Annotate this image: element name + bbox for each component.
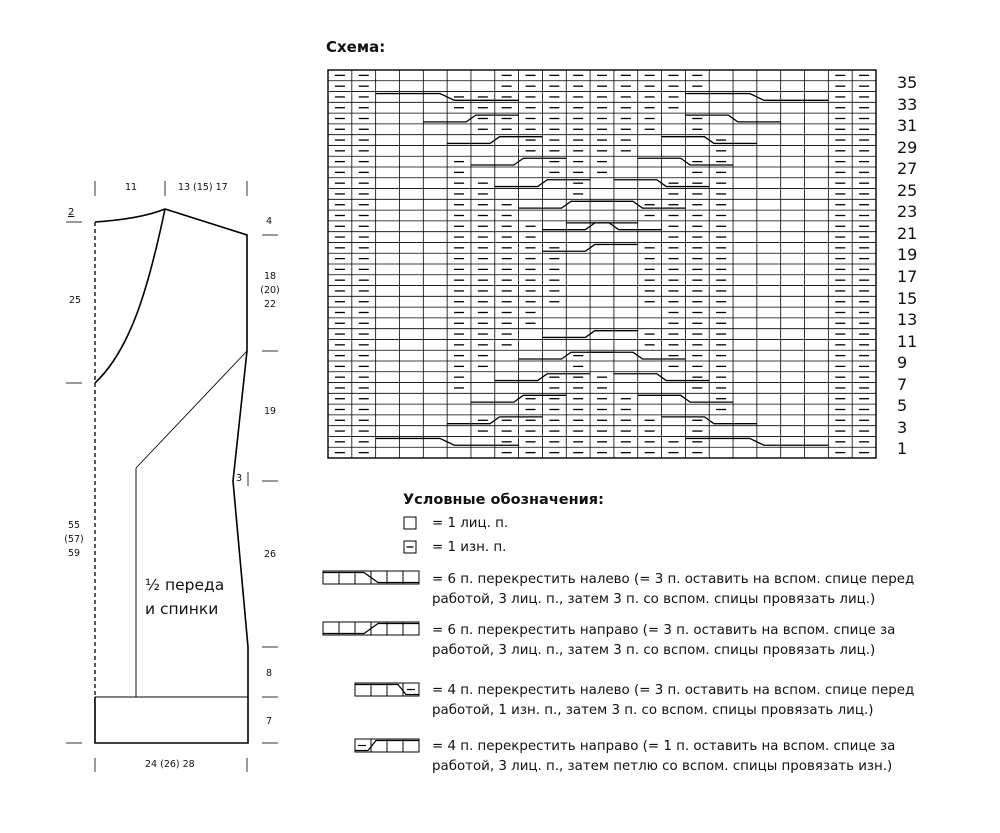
row-number: 1 <box>897 439 908 459</box>
row-number: 15 <box>897 288 918 308</box>
row-number: 31 <box>897 116 918 136</box>
cable-cross <box>470 157 567 166</box>
legend-item-cable-6-right-line-2: работой, 3 лиц. п., затем 3 п. со вспом.… <box>432 642 876 658</box>
legend-item-cable-4-left-line-1: = 4 п. перекрестить налево (= 3 п. остав… <box>432 683 915 698</box>
cable-cross <box>590 351 686 360</box>
legend-item-cable-6-left: = 6 п. перекрестить налево (= 3 п. остав… <box>432 570 914 609</box>
legend-item-cable-4-right-line-1: = 4 п. перекрестить направо (= 1 п. оста… <box>432 739 896 754</box>
right-7-label: 7 <box>266 716 273 727</box>
legend-item-knit: = 1 лиц. п. <box>432 516 509 531</box>
cable-cross <box>637 157 734 166</box>
cable-6-left-icon <box>322 570 420 585</box>
cable-4-left-icon <box>354 682 420 697</box>
length-label-1: 55 <box>67 520 81 531</box>
cable-cross <box>470 394 567 403</box>
cable-cross <box>375 92 519 101</box>
cable-cross <box>494 179 591 188</box>
cable-cross <box>447 416 543 425</box>
row-number: 35 <box>897 73 918 92</box>
row-number: 21 <box>897 223 918 243</box>
row-number: 19 <box>897 245 918 265</box>
row-number: 29 <box>897 137 918 157</box>
cable-cross <box>423 114 519 123</box>
length-label-3: 59 <box>67 548 81 559</box>
cable-6-right-icon <box>322 621 420 636</box>
cable-cross <box>542 243 638 252</box>
legend-item-cable-4-right-line-2: работой, 3 лиц. п., затем петлю со вспом… <box>432 758 893 774</box>
knit-stitch-icon <box>403 516 417 530</box>
legend-item-cable-4-left-line-2: работой, 1 изн. п., затем 3 п. со вспом.… <box>432 702 874 718</box>
cable-cross <box>661 136 757 145</box>
row-number: 33 <box>897 94 918 114</box>
legend-item-cable-6-right: = 6 п. перекрестить направо (= 3 п. оста… <box>432 621 895 660</box>
legend-item-purl: = 1 изн. п. <box>432 540 507 555</box>
legend-item-cable-4-left: = 4 п. перекрестить налево (= 3 п. остав… <box>432 681 914 720</box>
cable-cross <box>661 416 757 425</box>
row-number: 3 <box>897 417 908 437</box>
legend-item-cable-6-left-line-1: = 6 п. перекрестить налево (= 3 п. остав… <box>432 572 915 587</box>
right-19-label: 19 <box>264 406 277 417</box>
cable-cross <box>494 373 591 382</box>
armhole-label-2: (20) <box>260 285 280 296</box>
panel-label-line-1: ½ переда <box>145 576 225 594</box>
cable-4-right-icon <box>354 738 420 753</box>
left-neck-label: 25 <box>69 295 82 306</box>
cable-cross <box>542 222 638 231</box>
bottom-width-label: 24 (26) 28 <box>145 759 195 770</box>
length-label-2: (57) <box>64 534 84 545</box>
right-8-label: 8 <box>266 668 273 679</box>
top-left-margin-label: 2 <box>68 207 75 218</box>
cable-cross <box>685 92 829 101</box>
row-number: 17 <box>897 267 918 286</box>
cable-cross <box>375 437 519 446</box>
row-number: 23 <box>897 202 918 222</box>
cable-cross <box>590 200 686 209</box>
legend-item-cable-6-right-line-1: = 6 п. перекрестить направо (= 3 п. оста… <box>432 623 896 638</box>
legend-item-cable-4-right: = 4 п. перекрестить направо (= 1 п. оста… <box>432 737 895 776</box>
cable-cross <box>685 114 781 123</box>
row-number: 11 <box>897 331 918 351</box>
row-number: 5 <box>897 396 908 416</box>
right-26-label: 26 <box>264 549 277 560</box>
armhole-label-1: 18 <box>263 271 277 282</box>
row-number: 27 <box>897 159 918 179</box>
cable-cross <box>542 330 638 339</box>
legend-heading: Условные обозначения: <box>403 492 604 508</box>
panel-label-line-2: и спинки <box>145 600 219 618</box>
cable-cross <box>566 222 662 231</box>
row-number: 7 <box>897 374 908 394</box>
waist-3-label: 3 <box>236 473 243 484</box>
chart-title: Схема: <box>326 38 386 56</box>
armhole-label-3: 22 <box>263 299 277 310</box>
row-number: 25 <box>897 180 918 200</box>
cable-cross <box>685 437 829 446</box>
top-width-label-2: 13 (15) 17 <box>178 182 228 193</box>
legend-item-cable-6-left-line-2: работой, 3 лиц. п., затем 3 п. со вспом.… <box>432 591 876 607</box>
right-shoulder-label: 4 <box>266 216 273 227</box>
row-number: 9 <box>897 353 908 373</box>
panel-label: ½ переда и спинки <box>145 573 224 621</box>
cable-cross <box>447 136 543 145</box>
top-width-label-1: 11 <box>125 182 138 193</box>
cable-cross <box>613 373 710 382</box>
cable-cross <box>637 394 734 403</box>
row-number: 13 <box>897 310 918 330</box>
cable-cross <box>613 179 710 188</box>
